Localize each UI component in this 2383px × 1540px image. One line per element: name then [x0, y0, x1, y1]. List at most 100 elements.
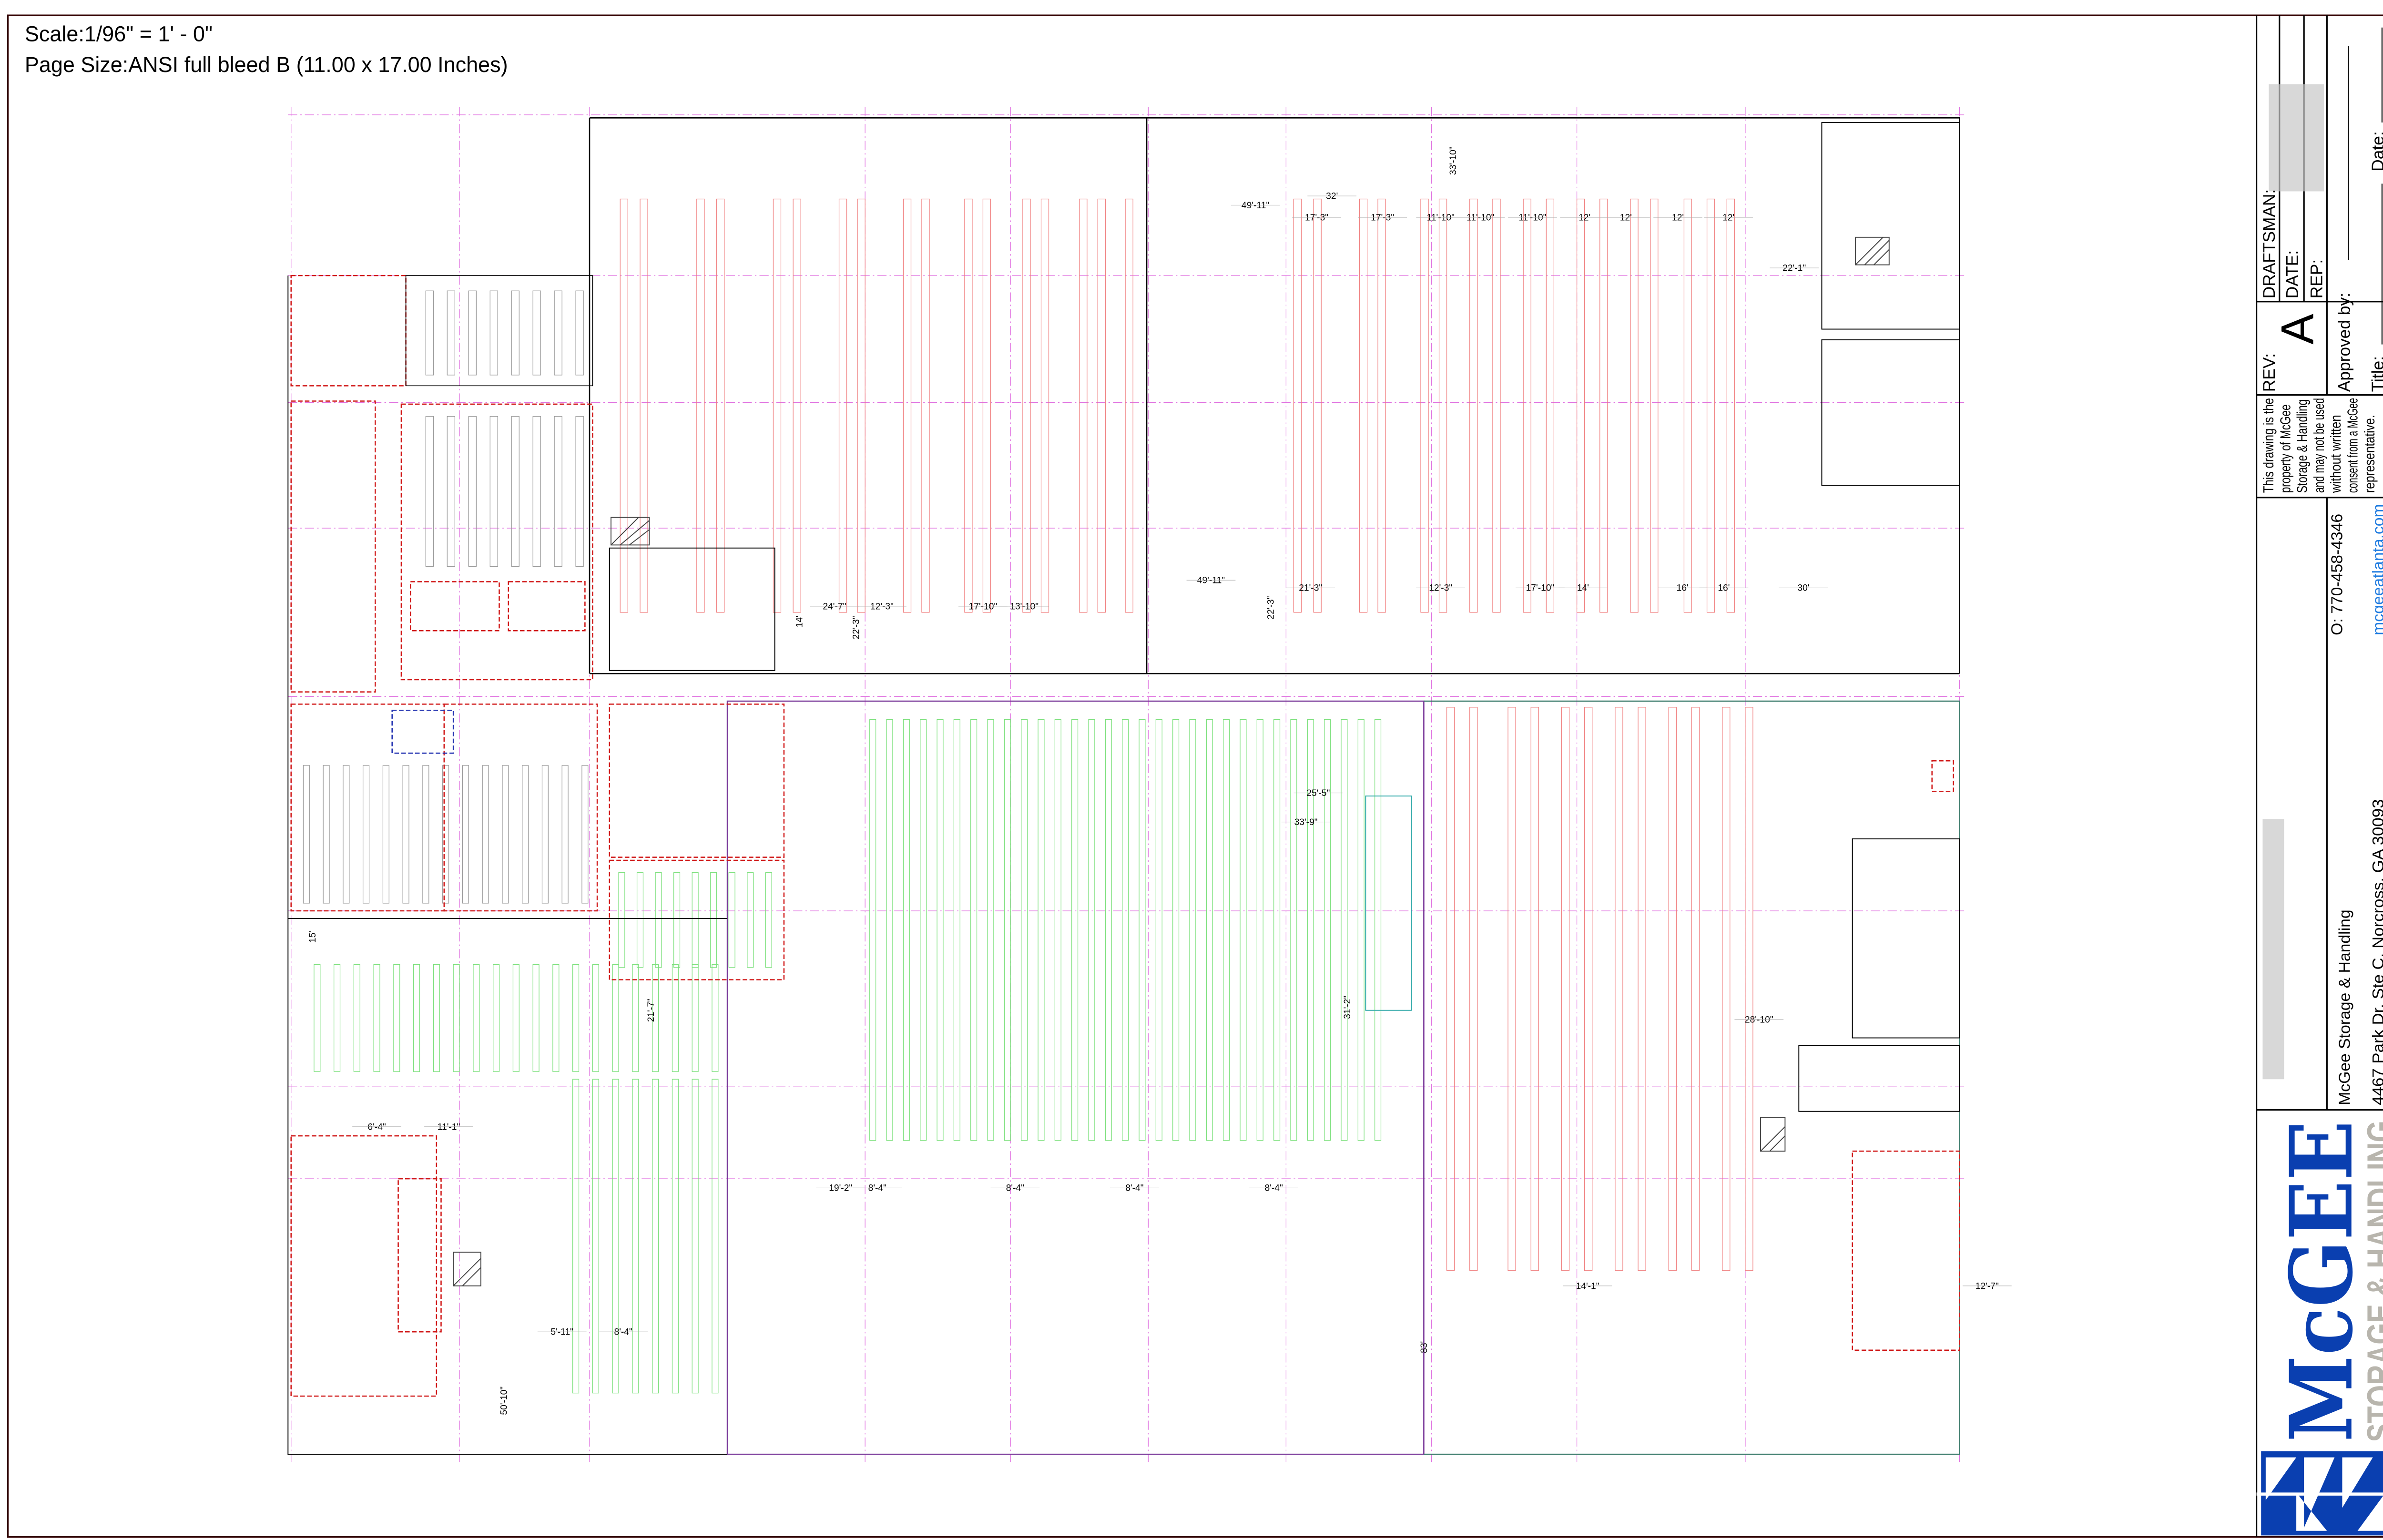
rack-row	[554, 416, 562, 567]
enclosure-east-office	[1852, 838, 1960, 1039]
approval-date-label: Date:	[2369, 131, 2383, 171]
rack-row	[572, 1079, 580, 1394]
dimension-label: 11'-10"	[1518, 213, 1547, 223]
rack-row	[1240, 719, 1247, 1141]
rack-row	[1324, 719, 1331, 1141]
office-block	[508, 581, 586, 632]
enclosure-upper-right	[1821, 122, 1960, 330]
rack-row	[1256, 719, 1263, 1141]
rack-row	[1546, 198, 1555, 613]
redacted-project-blur	[2262, 819, 2284, 1080]
rack-row	[442, 765, 449, 904]
dimension-label: 17'-10"	[969, 602, 998, 612]
rack-row	[1357, 719, 1365, 1141]
dimension-label: 19'-2"	[829, 1183, 852, 1193]
rack-row	[575, 416, 584, 567]
dimension-label: 12'-3"	[870, 602, 894, 612]
rack-row	[1706, 198, 1715, 613]
rack-row	[1469, 198, 1478, 613]
rack-row	[692, 872, 699, 968]
dimension-label: 14'-1"	[1576, 1281, 1599, 1291]
rack-row	[1668, 707, 1677, 1271]
rack-row	[696, 198, 705, 613]
building-walls	[287, 117, 1960, 1455]
dimension-label: 12'	[1722, 213, 1734, 223]
date-label: DATE:	[2283, 250, 2302, 298]
office-block	[391, 709, 454, 754]
rack-row	[1438, 198, 1447, 613]
rack-row	[1722, 707, 1731, 1271]
rack-row	[468, 416, 477, 567]
rack-row	[793, 198, 801, 613]
dimension-label: 32'	[1326, 192, 1338, 202]
rack-row	[1189, 719, 1196, 1141]
dimension-label: 49'-11"	[1242, 201, 1270, 211]
rack-row	[552, 964, 560, 1072]
rep-label: REP:	[2308, 259, 2326, 298]
company-name: McGee Storage & Handling	[2336, 909, 2354, 1105]
mcgee-logo: McGEE STORAGE & HANDLING	[2256, 1121, 2383, 1536]
disclaimer-line: consent from a McGee	[2345, 398, 2361, 493]
rack-row	[773, 198, 782, 613]
rack-row	[869, 719, 876, 1141]
rack-row	[1561, 707, 1570, 1271]
redacted-name-blur	[2269, 84, 2324, 192]
rack-row	[1492, 198, 1501, 613]
dimension-label: 12'	[1620, 213, 1632, 223]
rack-row	[1584, 707, 1593, 1271]
rack-row	[1530, 707, 1539, 1271]
rack-row	[640, 198, 648, 613]
rack-rows	[303, 198, 1753, 1394]
upper-building-outline	[589, 117, 1960, 674]
rack-row	[672, 1079, 679, 1394]
dimension-label: 12'	[1578, 213, 1590, 223]
rack-row	[489, 416, 498, 567]
enclosure-east-mid	[1798, 1045, 1960, 1112]
dimension-label: 11'-1"	[438, 1122, 460, 1132]
rack-row	[1290, 719, 1297, 1141]
rack-row	[575, 290, 584, 376]
sheet-border	[7, 14, 2383, 1538]
rack-row	[425, 416, 434, 567]
hatched-columns	[453, 236, 1890, 1286]
rack-row	[655, 872, 662, 968]
rack-row	[1615, 707, 1623, 1271]
lower-building-west	[726, 700, 1425, 1455]
rack-row	[1507, 707, 1516, 1271]
rack-row	[1022, 198, 1031, 613]
dimension-label: 28'-10"	[1745, 1015, 1773, 1025]
rack-row	[541, 765, 549, 904]
dimension-label: 30'	[1797, 583, 1809, 593]
dimension-label: 8'-4"	[614, 1327, 632, 1337]
rack-row	[1004, 719, 1011, 1141]
floor-plan: 49'-11"32'17'-3"17'-3"11'-10"11'-10"11'-…	[287, 107, 2012, 1462]
rack-row	[482, 765, 489, 904]
rack-row	[493, 964, 500, 1072]
rack-row	[473, 964, 480, 1072]
rack-row	[838, 198, 847, 613]
dimension-label: 5'-11"	[550, 1327, 573, 1337]
rack-row	[1691, 707, 1700, 1271]
rack-row	[1683, 198, 1692, 613]
logo-wordmark: McGEE	[2271, 1121, 2372, 1442]
office-block	[409, 581, 500, 632]
rack-row	[712, 1079, 719, 1394]
rack-row	[937, 719, 944, 1141]
rack-row	[982, 198, 991, 613]
rack-row	[363, 765, 370, 904]
rack-row	[1599, 198, 1608, 613]
dimension-label: 12'	[1672, 213, 1684, 223]
office-areas	[290, 275, 1960, 1397]
rack-row	[903, 198, 912, 613]
office-block	[405, 275, 593, 387]
company-address: 4467 Park Dr, Ste C, Norcross, GA 30093	[2369, 799, 2383, 1105]
website-link[interactable]: mcgeeatlanta.com	[2369, 504, 2383, 635]
phone-number: O: 770-458-4346	[2328, 514, 2346, 635]
dimension-label: 17'-10"	[1526, 583, 1555, 593]
dimension-label: 50'-10"	[499, 1387, 509, 1415]
rack-row	[712, 964, 719, 1072]
rack-row	[652, 1079, 659, 1394]
rack-row	[592, 964, 599, 1072]
office-block	[290, 704, 445, 912]
